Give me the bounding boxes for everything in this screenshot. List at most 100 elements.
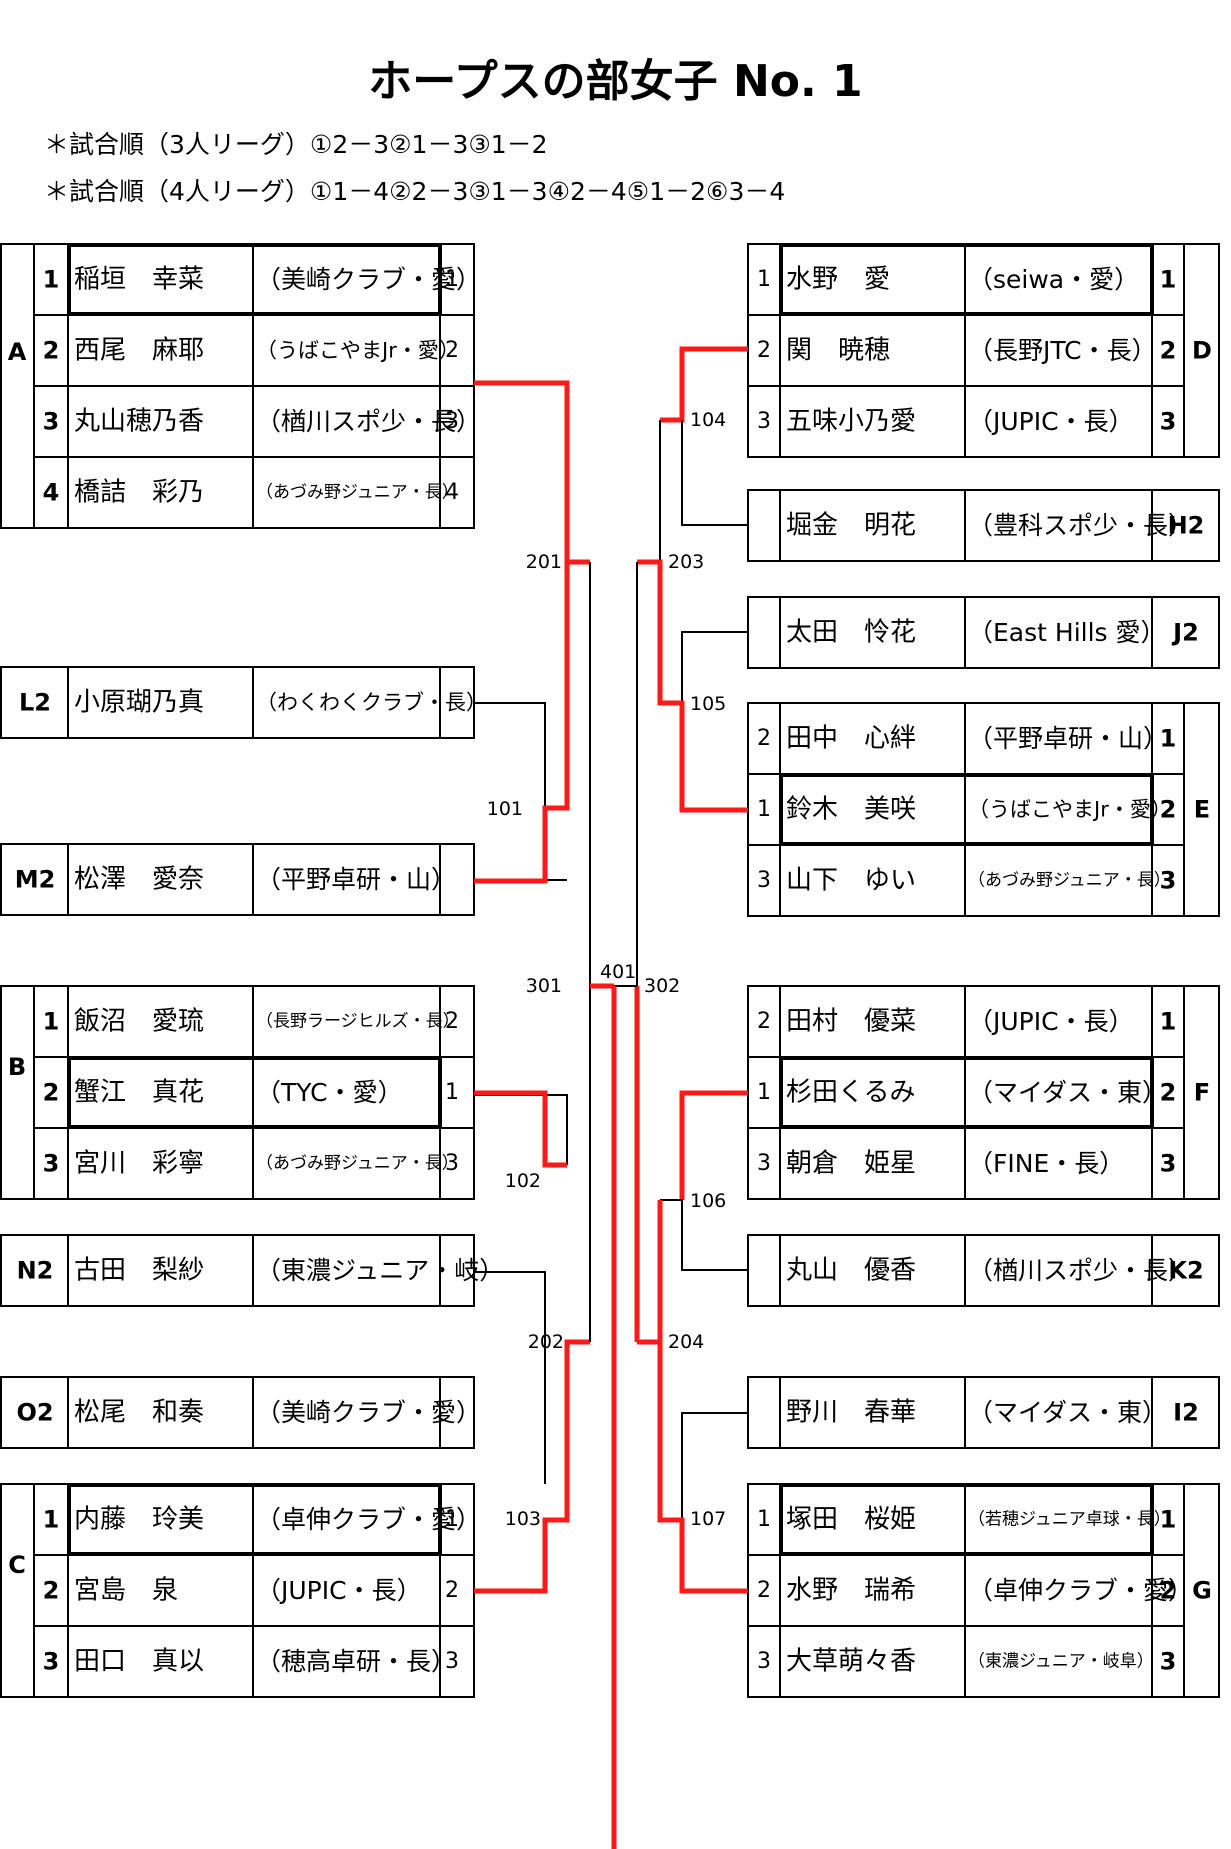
seed-label: I2 (1173, 1399, 1199, 1427)
league-rank: 3 (445, 1649, 459, 1674)
player-club: （平野卓研・山） (256, 865, 456, 894)
league-winner-box (779, 243, 1154, 316)
player-seed: 2 (757, 726, 771, 751)
player-seed: 2 (757, 338, 771, 363)
league-rank: 1 (1160, 1008, 1177, 1036)
player-name: 蟹江 真花 (74, 1078, 204, 1108)
player-club: （マイダス・東） (968, 1398, 1167, 1427)
match-number: 106 (690, 1190, 726, 1212)
player-club: （美崎クラブ・愛） (256, 265, 481, 294)
bracket-line (474, 380, 590, 565)
league-rank: 1 (1160, 725, 1177, 753)
player-seed: 1 (757, 1507, 771, 1532)
player-club: （卓伸クラブ・愛） (968, 1576, 1193, 1605)
group-label: B (8, 1053, 26, 1081)
league-rank: 1 (445, 1080, 459, 1105)
player-club: （East Hills 愛） (968, 618, 1166, 647)
group-label: C (8, 1551, 26, 1579)
bracket-line (681, 631, 748, 703)
player-club: （seiwa・愛） (968, 265, 1139, 294)
player-name: 松澤 愛奈 (74, 865, 204, 895)
bracket-line (474, 1339, 590, 1594)
league-winner-box (67, 1483, 442, 1556)
player-seed: 3 (757, 409, 771, 434)
player-name: 飯沼 愛琉 (74, 1007, 204, 1037)
player-club: （若穂ジュニア卓球・長） (968, 1510, 1171, 1530)
player-name: 大草萌々香 (786, 1647, 916, 1677)
player-club: （あづみ野ジュニア・長） (256, 1154, 459, 1174)
player-name: 鈴木 美咲 (786, 795, 916, 825)
match-number: 204 (668, 1331, 704, 1353)
seed-label: O2 (16, 1399, 53, 1427)
player-club: （長野JTC・長） (968, 336, 1157, 365)
player-seed: 2 (757, 1578, 771, 1603)
bracket-line (474, 702, 567, 881)
bracket-line (660, 346, 748, 423)
player-club: （JUPIC・長） (968, 407, 1134, 436)
player-seed: 3 (757, 868, 771, 893)
right-group-J2: 太田 怜花（East Hills 愛）J2 (747, 596, 1220, 669)
league-rank: 2 (1160, 796, 1177, 824)
player-club: （東濃ジュニア・岐） (256, 1256, 504, 1285)
league-winner-box (779, 1483, 1154, 1556)
player-name: 田中 心絆 (786, 724, 916, 754)
league-rank: 2 (445, 1009, 459, 1034)
player-club: （あづみ野ジュニア・長） (968, 871, 1171, 891)
player-seed: 2 (43, 1079, 60, 1107)
league-rank: 3 (1160, 1648, 1177, 1676)
match-number: 201 (526, 551, 562, 573)
seed-label: L2 (19, 689, 51, 717)
match-number: 105 (690, 693, 726, 715)
player-club: （穂高卓研・長） (256, 1647, 456, 1676)
match-number: 107 (690, 1508, 726, 1530)
right-group-K2: 丸山 優香（楢川スポ少・長）K2 (747, 1234, 1220, 1307)
player-seed: 3 (43, 1150, 60, 1178)
player-seed: 2 (757, 1009, 771, 1034)
player-seed: 1 (43, 266, 60, 294)
player-club: （JUPIC・長） (968, 1007, 1134, 1036)
match-number: 401 (600, 961, 636, 983)
right-group-H2: 堀金 明花（豊科スポ少・長）H2 (747, 489, 1220, 562)
group-label: D (1192, 337, 1212, 365)
bracket-line (474, 562, 570, 884)
player-club: （JUPIC・長） (256, 1576, 422, 1605)
group-label: A (8, 338, 27, 366)
bracket-line (679, 1090, 748, 1200)
player-seed: 3 (43, 408, 60, 436)
league-winner-box (67, 1056, 442, 1129)
player-name: 内藤 玲美 (74, 1505, 204, 1535)
player-name: 古田 梨紗 (74, 1256, 204, 1286)
player-name: 野川 春華 (786, 1398, 916, 1428)
league-rank: 3 (1160, 1150, 1177, 1178)
player-seed: 3 (757, 1649, 771, 1674)
player-club: （卓伸クラブ・愛） (256, 1505, 481, 1534)
league-rank: 3 (1160, 408, 1177, 436)
seed-label: N2 (17, 1257, 54, 1285)
player-name: 田村 優菜 (786, 1007, 916, 1037)
group-label: E (1194, 796, 1210, 824)
player-name: 丸山穂乃香 (74, 407, 204, 437)
bracket-line (474, 1094, 568, 1165)
player-name: 太田 怜花 (786, 618, 916, 648)
match-number: 203 (668, 551, 704, 573)
bracket-line (637, 559, 748, 813)
league-winner-box (67, 243, 442, 316)
player-seed: 2 (43, 337, 60, 365)
player-name: 丸山 優香 (786, 1256, 916, 1286)
group-label: G (1192, 1577, 1212, 1605)
player-name: 宮川 彩寧 (74, 1149, 204, 1179)
bracket-line (474, 1271, 546, 1484)
player-club: （マイダス・東） (968, 1078, 1167, 1107)
player-name: 宮島 泉 (74, 1576, 178, 1606)
left-group-N2: N2 古田 梨紗 （東濃ジュニア・岐） (0, 1234, 504, 1307)
player-name: 水野 愛 (786, 265, 890, 295)
league-rank: 2 (1160, 1577, 1177, 1605)
player-club: （うばこやまJr・愛） (256, 339, 460, 363)
player-seed: 3 (43, 1648, 60, 1676)
